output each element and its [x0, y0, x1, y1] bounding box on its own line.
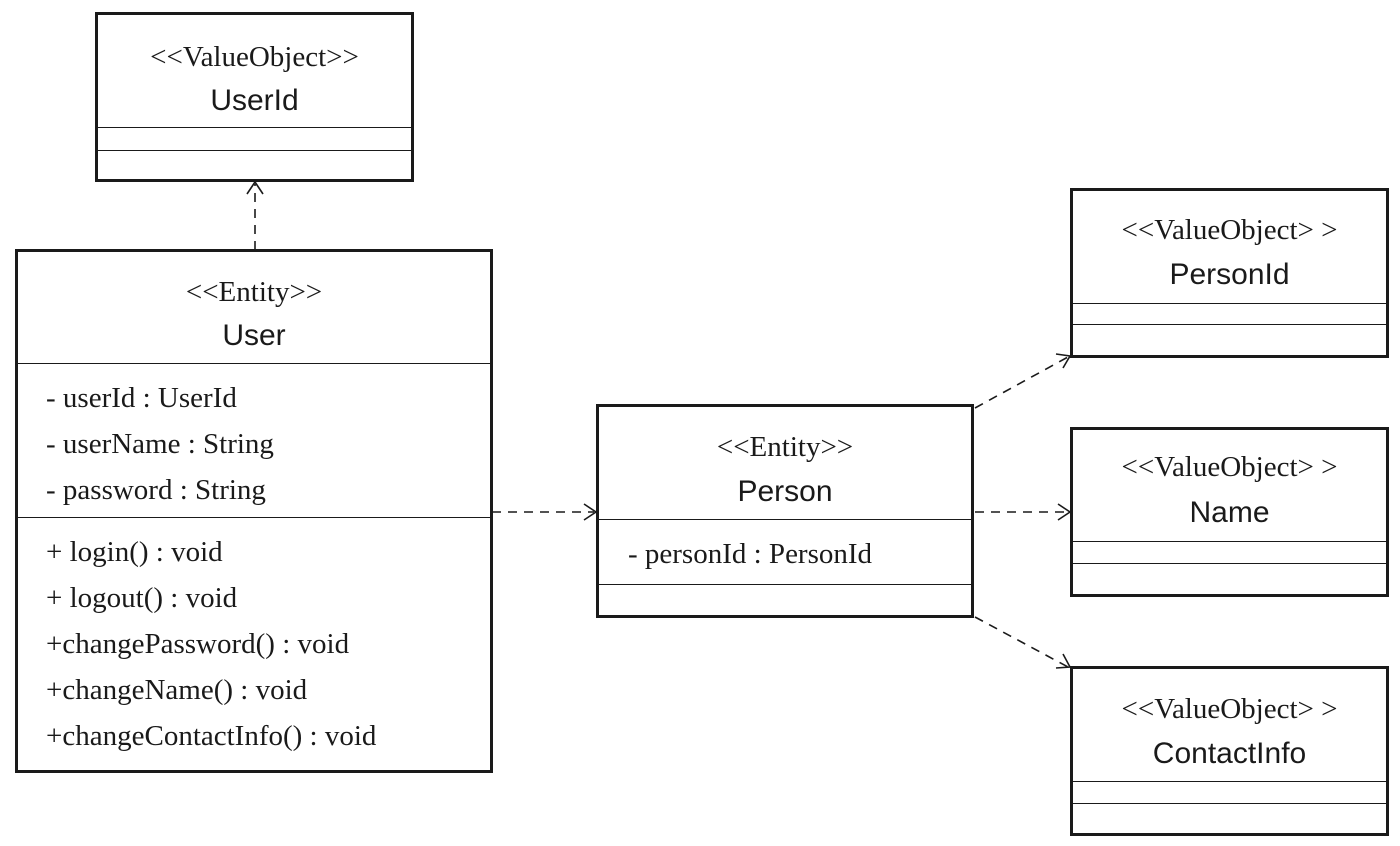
class-box-name: <<ValueObject> > Name: [1070, 427, 1389, 597]
compartment-divider: [599, 519, 971, 520]
class-name: UserId: [210, 84, 299, 117]
compartment-divider: [18, 517, 490, 518]
compartment-divider: [98, 150, 411, 151]
compartment-divider: [1073, 781, 1386, 782]
compartment-divider: [1073, 563, 1386, 564]
stereotype-label: <<ValueObject> >: [1121, 693, 1338, 725]
operation-login: + login() : void: [46, 536, 223, 568]
compartment-divider: [18, 363, 490, 364]
attribute-password: - password : String: [46, 474, 266, 506]
class-name: Name: [1189, 496, 1270, 529]
compartment-divider: [98, 127, 411, 128]
attribute-user-name: - userName : String: [46, 428, 274, 460]
dependency-person-personid-arrowhead: [1055, 353, 1072, 369]
class-name: PersonId: [1169, 258, 1290, 291]
class-box-person: <<Entity>> Person - personId : PersonId: [596, 404, 974, 618]
operation-change-password: +changePassword() : void: [46, 628, 350, 660]
class-name: ContactInfo: [1152, 737, 1307, 770]
dependency-person-contactinfo-line: [974, 616, 1069, 668]
class-box-contactinfo: <<ValueObject> > ContactInfo: [1070, 666, 1389, 836]
class-name: User: [222, 319, 286, 352]
attribute-person-id: - personId : PersonId: [628, 538, 873, 570]
dependency-user-userid-arrowhead: [246, 180, 264, 195]
dependency-person-contactinfo-arrowhead: [1055, 653, 1072, 669]
class-box-userid: <<ValueObject>> UserId: [95, 12, 414, 182]
class-name: Person: [737, 475, 833, 508]
compartment-divider: [1073, 541, 1386, 542]
class-box-personid: <<ValueObject> > PersonId: [1070, 188, 1389, 358]
operation-logout: + logout() : void: [46, 582, 238, 614]
stereotype-label: <<Entity>>: [716, 431, 854, 463]
operation-change-name: +changeName() : void: [46, 674, 308, 706]
compartment-divider: [599, 584, 971, 585]
stereotype-label: <<Entity>>: [185, 276, 323, 308]
stereotype-label: <<ValueObject>>: [150, 41, 359, 73]
compartment-divider: [1073, 303, 1386, 304]
stereotype-label: <<ValueObject> >: [1121, 451, 1338, 483]
dependency-person-personid-line: [974, 356, 1069, 409]
compartment-divider: [1073, 803, 1386, 804]
attribute-user-id: - userId : UserId: [46, 382, 237, 414]
class-box-user: <<Entity>> User - userId : UserId - user…: [15, 249, 493, 773]
compartment-divider: [1073, 324, 1386, 325]
stereotype-label: <<ValueObject> >: [1121, 214, 1338, 246]
operation-change-contact-info: +changeContactInfo() : void: [46, 720, 377, 752]
